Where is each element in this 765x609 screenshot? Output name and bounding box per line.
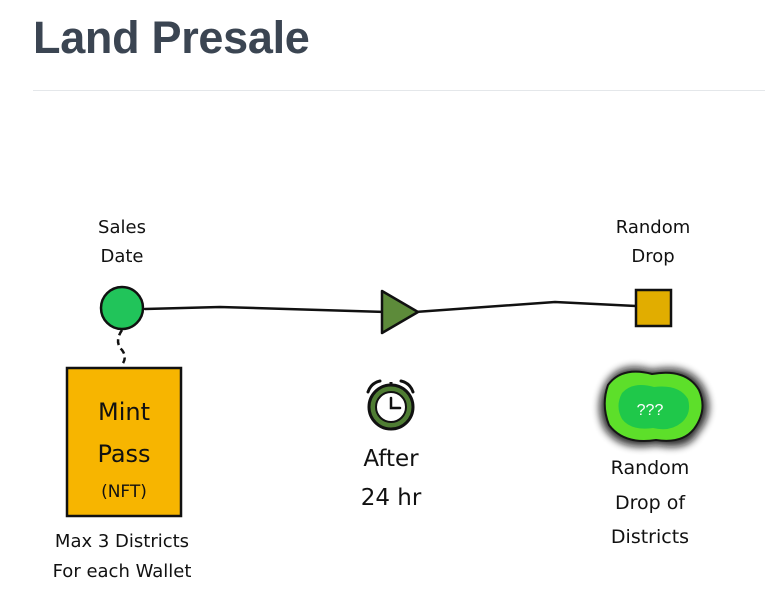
title-divider (33, 90, 765, 91)
mystery-district-icon: ??? (599, 366, 709, 447)
mint-pass-caption-line2: For each Wallet (53, 561, 192, 582)
timeline-connector (143, 300, 638, 314)
sales-date-label-line1: Sales (98, 217, 146, 238)
mint-pass-card: Mint Pass (NFT) (65, 366, 183, 518)
page-title: Land Presale (33, 12, 310, 63)
random-drop-label-line2: Drop (631, 246, 674, 267)
sales-date-node (99, 285, 145, 331)
mint-pass-link (116, 329, 126, 367)
timer-caption-line2: 24 hr (361, 485, 422, 511)
timer-caption-line1: After (363, 446, 419, 472)
mystery-district-text: ??? (637, 402, 664, 419)
mint-pass-line2: Pass (97, 440, 150, 468)
district-caption-line2: Drop of (615, 492, 686, 514)
alarm-clock-icon (366, 379, 415, 431)
timeline-arrow (380, 289, 420, 335)
random-drop-label-line1: Random (616, 217, 691, 238)
random-drop-node (634, 288, 673, 328)
mint-pass-line1: Mint (98, 398, 150, 426)
sales-date-label-line2: Date (100, 246, 143, 267)
district-caption-line3: Districts (611, 526, 689, 548)
district-caption-line1: Random (611, 457, 690, 479)
mint-pass-caption-line1: Max 3 Districts (55, 531, 189, 552)
mint-pass-line3: (NFT) (101, 482, 147, 502)
